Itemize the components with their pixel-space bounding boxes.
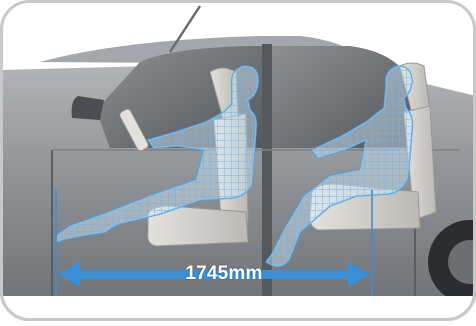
side-mirror bbox=[72, 96, 104, 120]
legroom-dimension-label: 1745mm bbox=[174, 263, 274, 285]
